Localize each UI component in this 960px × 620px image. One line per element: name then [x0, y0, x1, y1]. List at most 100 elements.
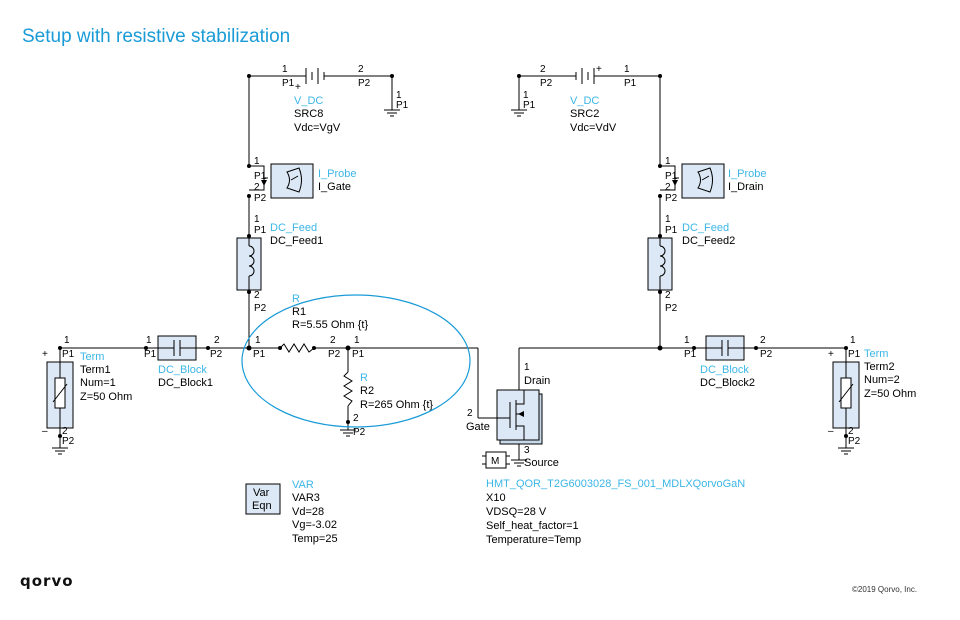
pin-label: P1 [624, 78, 637, 89]
component-value: Vdc=VdV [570, 122, 617, 134]
component-name: Term2 [864, 361, 895, 373]
polarity-plus: + [596, 64, 602, 75]
component-value: Num=2 [864, 374, 900, 386]
pin-number: 1 [282, 64, 288, 75]
component-name: I_Drain [728, 181, 763, 193]
polarity-plus: + [42, 349, 48, 360]
component-type: V_DC [294, 95, 323, 107]
pin-number: 1 [624, 64, 630, 75]
dc-block-input[interactable]: 1 P1 2 P2 DC_Block DC_Block1 [144, 335, 223, 389]
ground-source [511, 459, 527, 467]
component-name: Term1 [80, 364, 111, 376]
pin-label: P2 [540, 78, 553, 89]
company-logo: qorvo [20, 572, 74, 590]
pin-number: 2 [254, 290, 260, 301]
terminal-source-label: Source [524, 457, 559, 469]
transistor-param: Self_heat_factor=1 [486, 520, 579, 532]
ground-vdc-gate: 1 P1 [384, 90, 409, 117]
pin-number: 1 [396, 90, 402, 101]
pin-label: P2 [328, 349, 341, 360]
pin-number: 2 [665, 290, 671, 301]
pin-label: P1 [352, 349, 365, 360]
component-type: R [292, 293, 300, 305]
vdc-source-gate[interactable]: 1 P1 + 2 P2 V_DC SRC8 Vdc=VgV [282, 64, 371, 134]
component-type: DC_Block [700, 364, 749, 376]
transistor-param: VDSQ=28 V [486, 506, 547, 518]
copyright-notice: ©2019 Qorvo, Inc. [852, 585, 917, 594]
pin-number: 1 [850, 335, 856, 346]
pin-label: P2 [254, 193, 267, 204]
component-type: Term [864, 348, 888, 360]
pin-label: P2 [760, 349, 773, 360]
current-probe-drain[interactable]: 1 P1 2 P2 I_Probe I_Drain [660, 156, 767, 204]
component-type: DC_Feed [270, 222, 317, 234]
port-term2[interactable]: 1 P1 + – 2 P2 Term Term2 Num=2 Z=50 Ohm [828, 335, 916, 447]
vdc-source-drain[interactable]: 1 P1 + 2 P2 V_DC SRC2 Vdc=VdV [540, 64, 637, 134]
pin-label: P1 [253, 349, 266, 360]
component-value: Vdc=VgV [294, 122, 341, 134]
pin-number: 2 [848, 426, 854, 437]
transistor-param: Temperature=Temp [486, 534, 581, 546]
transistor-x10[interactable]: 1 Drain 2 Gate 3 Source [466, 362, 559, 469]
pin-label: P1 [396, 100, 409, 111]
dc-block-output[interactable]: 1 P1 2 P2 DC_Block DC_Block2 [684, 335, 773, 389]
pin-number: 1 [665, 156, 671, 167]
pin-number: 1 [146, 335, 152, 346]
component-name: DC_Block1 [158, 377, 213, 389]
var-box-label: Var [253, 487, 270, 499]
pin-label: P1 [684, 349, 697, 360]
transistor-model-badge: M [482, 451, 510, 469]
component-type: DC_Block [158, 364, 207, 376]
pin-number: 1 [354, 335, 360, 346]
pin-label: P2 [210, 349, 223, 360]
pin-number: 2 [665, 182, 671, 193]
pin-label: P2 [254, 303, 267, 314]
transistor-parameters: HMT_QOR_T2G6003028_FS_001_MDLXQorvoGaN X… [486, 478, 745, 546]
component-name: DC_Feed2 [682, 235, 735, 247]
page-title: Setup with resistive stabilization [22, 26, 290, 47]
terminal-drain-label: Drain [524, 375, 550, 387]
variable-equation-block[interactable]: Var Eqn VAR VAR3 Vd=28 Vg=-3.02 Temp=25 [245, 479, 338, 545]
pin-label: P2 [358, 78, 371, 89]
pin-number: 2 [62, 426, 68, 437]
pin-number: 1 [523, 90, 529, 101]
pin-label: P2 [353, 427, 366, 438]
terminal-gate-label: Gate [466, 421, 490, 433]
component-type: I_Probe [318, 168, 357, 180]
pin-label: P1 [848, 349, 861, 360]
ground-r2 [340, 429, 356, 437]
variable-definition: Vg=-3.02 [292, 519, 337, 531]
dc-feed-drain[interactable]: 1 P1 2 P2 DC_Feed DC_Feed2 [647, 214, 735, 314]
dc-feed-gate[interactable]: 1 P1 2 P2 DC_Feed DC_Feed1 [236, 214, 323, 314]
ground-term2 [838, 447, 854, 455]
polarity-minus: – [828, 426, 834, 437]
pin-label: P1 [62, 349, 75, 360]
pin-number: 2 [254, 182, 260, 193]
current-probe-gate[interactable]: 1 P1 2 P2 I_Probe I_Gate [249, 156, 357, 204]
port-term1[interactable]: 1 P1 + – 2 P2 Term Term1 Num=1 Z=50 Ohm [42, 335, 132, 447]
component-type: VAR [292, 479, 314, 491]
component-type: DC_Feed [682, 222, 729, 234]
pin-number: 1 [254, 156, 260, 167]
polarity-plus: + [828, 349, 834, 360]
pin-label: P1 [282, 78, 295, 89]
component-name: I_Gate [318, 181, 351, 193]
component-name: VAR3 [292, 492, 320, 504]
resistor-r2[interactable]: 1 P1 2 P2 R R2 R=265 Ohm {t} [343, 335, 433, 438]
model-badge-letter: M [491, 456, 499, 467]
transistor-instance-name: X10 [486, 492, 506, 504]
pin-label: P2 [848, 436, 861, 447]
component-value: Z=50 Ohm [80, 391, 132, 403]
pin-label: P1 [254, 171, 267, 182]
pin-number: 1 [255, 335, 261, 346]
pin-number: 1 [64, 335, 70, 346]
component-value: Z=50 Ohm [864, 388, 916, 400]
stabilization-highlight-ellipse [241, 294, 471, 428]
variable-definition: Temp=25 [292, 533, 338, 545]
pin-number: 1 [684, 335, 690, 346]
variable-definition: Vd=28 [292, 506, 324, 518]
pin-label: P2 [665, 303, 678, 314]
pin-label: P1 [523, 100, 536, 111]
resistor-r1[interactable]: 1 P1 2 P2 R R1 R=5.55 Ohm {t} [253, 293, 368, 360]
